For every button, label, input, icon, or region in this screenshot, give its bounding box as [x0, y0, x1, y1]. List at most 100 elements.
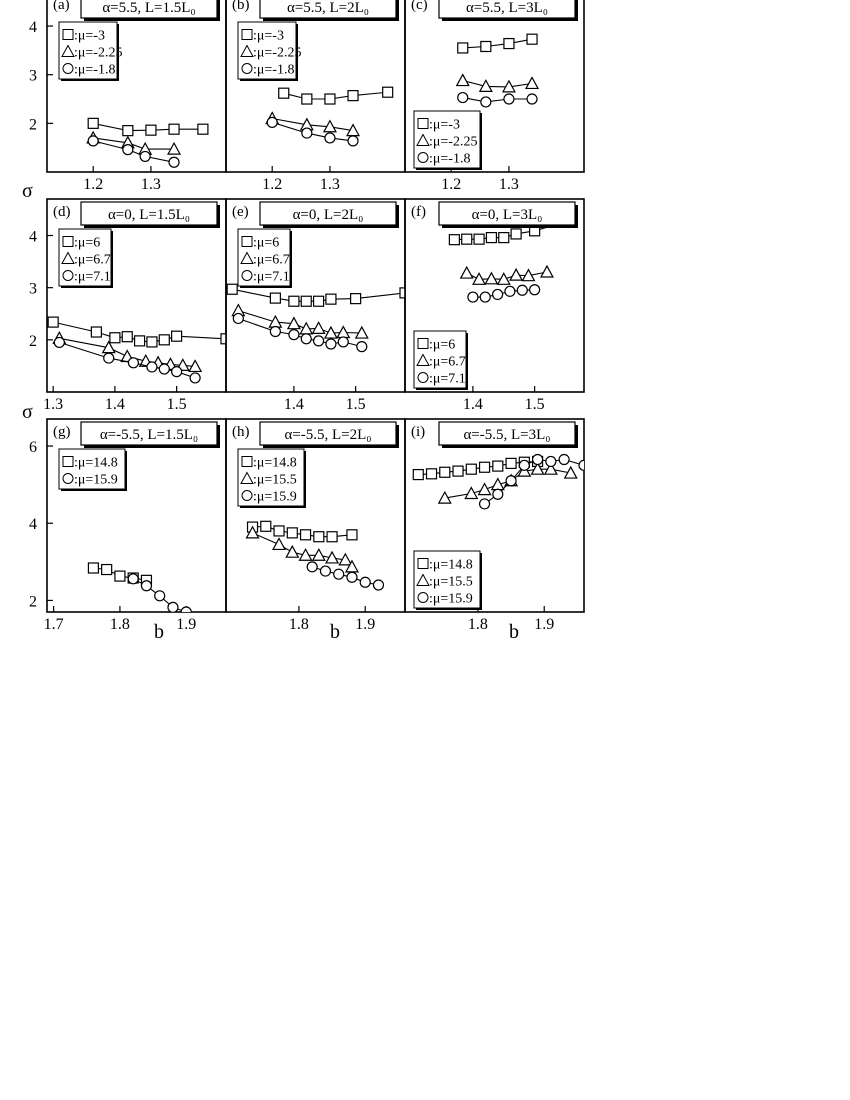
legend-marker-b-0 — [241, 29, 253, 40]
y-tick-label-g-2: 6 — [29, 439, 37, 456]
legend-marker-h-0 — [241, 456, 253, 467]
panel-title-i: α=-5.5, L=3L₀ — [463, 427, 550, 443]
point-b-1-2 — [322, 119, 337, 133]
point-i-2-7 — [578, 459, 584, 471]
point-c-1-2 — [501, 79, 516, 93]
y-tick-label-d-0: 2 — [29, 333, 37, 350]
point-d-0-7 — [171, 330, 183, 342]
panel-frame-c — [404, 0, 585, 173]
legend-marker-b-2 — [241, 63, 253, 74]
series-group-a — [86, 117, 209, 168]
point-i-0-5 — [478, 461, 491, 473]
point-c-2-3 — [526, 93, 538, 105]
point-a-2-2 — [139, 150, 151, 163]
panel-label-a: (a) — [53, 0, 70, 13]
point-d-2-5 — [171, 366, 183, 378]
x-tick-label-c-1: 1.3 — [499, 176, 519, 193]
point-g-1-2 — [154, 590, 166, 602]
point-f-2-3 — [504, 285, 516, 297]
legend-marker-a-1 — [61, 44, 75, 57]
series-group-e — [226, 283, 405, 353]
panel-label-i: (i) — [411, 424, 425, 440]
point-c-2-1 — [480, 96, 492, 108]
legend-label-i-2: :μ=15.9 — [429, 592, 473, 607]
point-f-2-1 — [479, 291, 491, 303]
point-h-0-4 — [299, 529, 312, 541]
point-i-1-7 — [543, 461, 558, 475]
point-c-0-2 — [503, 37, 515, 50]
legend-label-d-1: :μ=6.7 — [74, 253, 111, 268]
point-b-2-3 — [347, 135, 359, 147]
panel-label-h: (h) — [232, 424, 250, 440]
point-h-2-1 — [319, 565, 332, 577]
legend-label-f-2: :μ=7.1 — [429, 372, 466, 387]
point-e-1-7 — [354, 325, 369, 339]
panel-title-g: α=-5.5, L=1.5L₀ — [100, 427, 198, 443]
panel-frame-f — [404, 198, 585, 393]
title-box-f — [438, 201, 576, 226]
legend-marker-f-0 — [417, 338, 429, 349]
legend-marker-i-1 — [416, 573, 430, 586]
point-h-2-0 — [306, 561, 318, 573]
legend-label-c-1: :μ=-2.25 — [429, 135, 477, 150]
point-e-2-5 — [325, 338, 337, 350]
series-group-c — [455, 33, 540, 108]
y-tick-label-d-2: 4 — [29, 229, 37, 246]
point-b-2-0 — [266, 116, 278, 128]
legend-label-e-2: :μ=7.1 — [253, 270, 290, 285]
series-group-b — [265, 86, 394, 147]
title-box-i — [438, 421, 576, 446]
title-box-a — [80, 0, 218, 19]
point-b-2-2 — [324, 132, 336, 144]
point-f-2-4 — [516, 284, 528, 296]
point-a-0-3 — [168, 123, 180, 135]
y-tick-label-g-0: 2 — [29, 593, 37, 610]
legend-label-h-2: :μ=15.9 — [253, 490, 297, 505]
point-i-1-8 — [563, 465, 578, 479]
point-h-1-0 — [245, 525, 260, 539]
legend-marker-d-2 — [62, 270, 74, 281]
x-tick-label-h-0: 1.8 — [289, 616, 309, 633]
point-h-1-5 — [325, 550, 340, 564]
point-f-2-5 — [529, 284, 541, 296]
series-line-c-2 — [462, 97, 532, 103]
legend-label-g-0: :μ=14.8 — [74, 456, 118, 471]
legend-label-g-1: :μ=15.9 — [74, 473, 118, 488]
x-tick-label-i-1: 1.9 — [534, 616, 554, 633]
x-tick-label-g-1: 1.8 — [110, 616, 130, 633]
legend-label-a-0: :μ=-3 — [74, 29, 105, 44]
x-tick-label-i-0: 1.8 — [468, 616, 488, 633]
point-a-0-4 — [197, 123, 209, 135]
point-h-1-2 — [285, 544, 300, 558]
x-tick-label-e-1: 1.5 — [346, 396, 366, 413]
point-i-0-3 — [452, 465, 464, 477]
point-e-2-1 — [269, 325, 281, 338]
x-axis-symbol-i: b — [509, 621, 519, 643]
legend-marker-d-1 — [61, 251, 75, 264]
point-e-2-2 — [288, 329, 300, 341]
point-f-0-2 — [473, 233, 485, 245]
point-f-1-3 — [496, 272, 511, 285]
x-tick-label-h-1: 1.9 — [355, 616, 375, 633]
legend-marker-h-1 — [240, 471, 254, 484]
panel-title-c: α=5.5, L=3L₀ — [466, 0, 548, 16]
point-a-2-3 — [168, 156, 180, 168]
legend-marker-d-0 — [62, 236, 74, 247]
point-d-2-0 — [53, 336, 65, 349]
point-b-2-1 — [301, 127, 313, 139]
x-tick-label-f-0: 1.4 — [463, 396, 483, 413]
point-f-2-2 — [491, 288, 504, 301]
series-line-i-0 — [418, 460, 538, 476]
point-e-2-4 — [312, 335, 325, 347]
legend-marker-e-2 — [241, 270, 253, 281]
point-i-1-2 — [477, 482, 492, 496]
point-e-1-5 — [323, 325, 338, 339]
point-i-2-0 — [478, 498, 491, 510]
legend-label-b-1: :μ=-2.25 — [253, 46, 301, 61]
point-f-1-4 — [509, 267, 524, 281]
point-e-0-1 — [269, 292, 281, 304]
point-g-1-1 — [140, 580, 153, 592]
